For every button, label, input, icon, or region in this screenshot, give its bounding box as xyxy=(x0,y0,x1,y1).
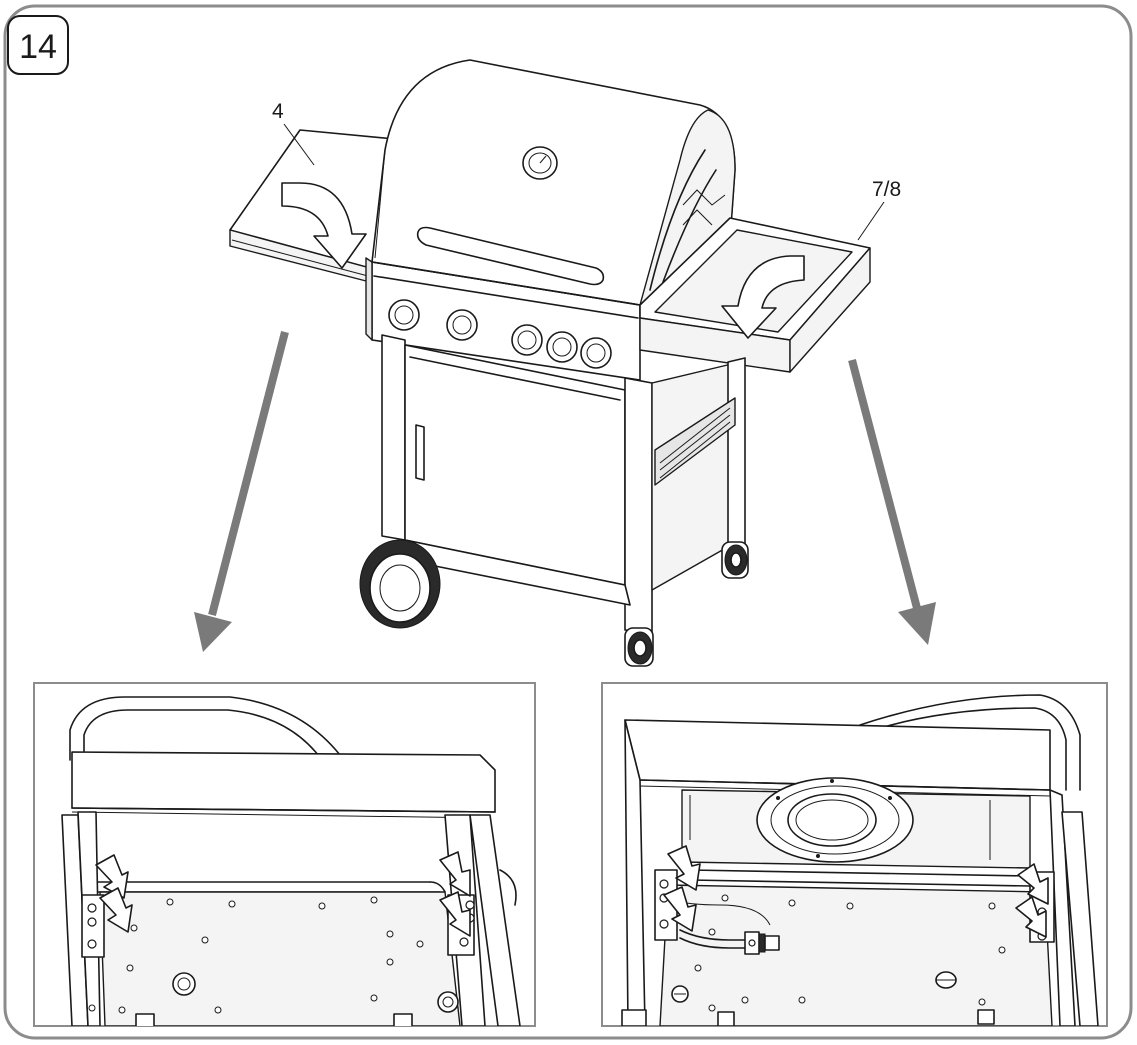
side-vents xyxy=(654,397,736,486)
indicator-arrow-icon xyxy=(667,845,701,891)
step-frame xyxy=(3,4,1133,1040)
fold-down-arrow-left xyxy=(281,182,367,269)
burner-ring-icon xyxy=(756,777,914,863)
detail-view-left xyxy=(33,682,536,1027)
indicator-arrow-icon xyxy=(439,891,471,937)
indicator-arrow-icon xyxy=(95,854,129,899)
burner-knobs xyxy=(388,299,612,369)
grill-illustration: 4 7/8 xyxy=(229,59,901,667)
gas-valve-icon xyxy=(744,931,780,955)
guide-arrow-right xyxy=(848,358,936,645)
knob-icon xyxy=(546,331,578,363)
cart-body xyxy=(381,334,746,633)
step-number: 14 xyxy=(19,28,57,66)
guide-arrow-left xyxy=(194,331,289,652)
grill-lid xyxy=(371,59,736,306)
wheel-icon xyxy=(359,539,441,629)
knob-icon xyxy=(388,299,420,331)
indicator-arrow-icon xyxy=(99,887,133,933)
part-number: 7/8 xyxy=(872,178,901,201)
part-label-4: 4 xyxy=(272,100,315,166)
fold-down-arrow-right xyxy=(721,255,805,339)
step-number-badge: 14 xyxy=(7,15,69,75)
knob-icon xyxy=(580,337,612,369)
lid-handle xyxy=(416,226,605,286)
knob-icon xyxy=(511,324,543,356)
indicator-arrow-icon xyxy=(663,886,697,932)
indicator-arrow-icon xyxy=(1017,863,1049,905)
indicator-arrow-icon xyxy=(439,851,471,897)
caster-icon xyxy=(624,627,654,667)
indicator-arrow-icon xyxy=(1015,896,1047,938)
part-label-7-8: 7/8 xyxy=(857,178,901,241)
part-number: 4 xyxy=(272,100,284,123)
thermometer-icon xyxy=(522,146,558,180)
knob-icon xyxy=(446,309,478,341)
caster-icon xyxy=(721,541,749,579)
detail-view-right xyxy=(601,682,1108,1027)
